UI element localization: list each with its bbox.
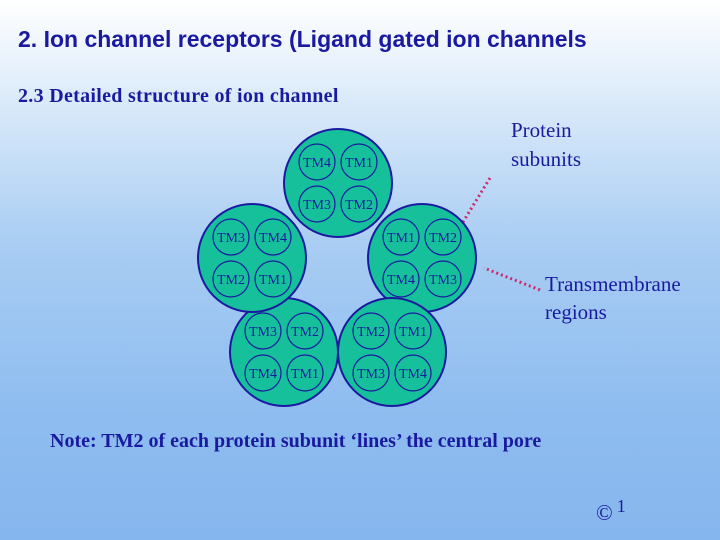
tm-region-label: TM1 (291, 367, 319, 382)
subunit-circle (197, 203, 307, 313)
tm-region-circle (286, 312, 324, 350)
tm-region-circle (394, 312, 432, 350)
tm-region-circle (340, 185, 378, 223)
tm-region-label: TM1 (387, 231, 415, 246)
tm-region-circle (424, 260, 462, 298)
transmembrane-regions-label-line2: regions (545, 300, 607, 324)
copyright-footer: ©1 (596, 496, 626, 526)
tm-region-label: TM2 (357, 325, 385, 340)
subunit-circle (337, 297, 447, 407)
tm-region-circle (382, 260, 420, 298)
tm-region-circle (254, 260, 292, 298)
tm-region-label: TM3 (357, 367, 385, 382)
tm-region-label: TM3 (249, 325, 277, 340)
tm-region-circle (424, 218, 462, 256)
tm-region-label: TM4 (399, 367, 427, 382)
tm-region-label: TM4 (303, 156, 331, 171)
tm-region-label: TM3 (303, 198, 331, 213)
tm-region-circle (352, 354, 390, 392)
tm-region-circle (298, 143, 336, 181)
tm-region-circle (212, 260, 250, 298)
subunit-circle (229, 297, 339, 407)
subunit-circle (367, 203, 477, 313)
tm-region-circle (244, 312, 282, 350)
tm-region-circle (298, 185, 336, 223)
tm-region-circle (286, 354, 324, 392)
tm-region-circle (212, 218, 250, 256)
tm-region-circle (244, 354, 282, 392)
tm-region-label: TM2 (345, 198, 373, 213)
tm-region-label: TM2 (429, 231, 457, 246)
protein-subunits-label-line2: subunits (511, 147, 581, 171)
page-number: 1 (616, 496, 626, 516)
tm-region-label: TM3 (429, 273, 457, 288)
tm-region-label: TM2 (217, 273, 245, 288)
tm-region-circle (394, 354, 432, 392)
transmembrane-regions-pointer (483, 266, 541, 292)
tm-region-label: TM4 (249, 367, 277, 382)
copyright-symbol: © (596, 500, 613, 525)
tm-region-label: TM1 (259, 273, 287, 288)
tm-region-label: TM1 (345, 156, 373, 171)
pore-note: Note: TM2 of each protein subunit ‘lines… (50, 430, 542, 452)
tm-region-label: TM4 (259, 231, 287, 246)
protein-subunits-label-line1: Protein (511, 118, 572, 142)
slide-title: 2. Ion channel receptors (Ligand gated i… (18, 26, 587, 52)
tm-region-label: TM1 (399, 325, 427, 340)
tm-region-label: TM4 (387, 273, 415, 288)
tm-region-circle (382, 218, 420, 256)
tm-region-label: TM2 (291, 325, 319, 340)
tm-region-circle (352, 312, 390, 350)
transmembrane-regions-label-line1: Transmembrane (545, 272, 681, 296)
subunit-circle (283, 128, 393, 238)
tm-region-circle (254, 218, 292, 256)
tm-region-label: TM3 (217, 231, 245, 246)
tm-region-circle (340, 143, 378, 181)
slide-subtitle: 2.3 Detailed structure of ion channel (18, 85, 339, 107)
